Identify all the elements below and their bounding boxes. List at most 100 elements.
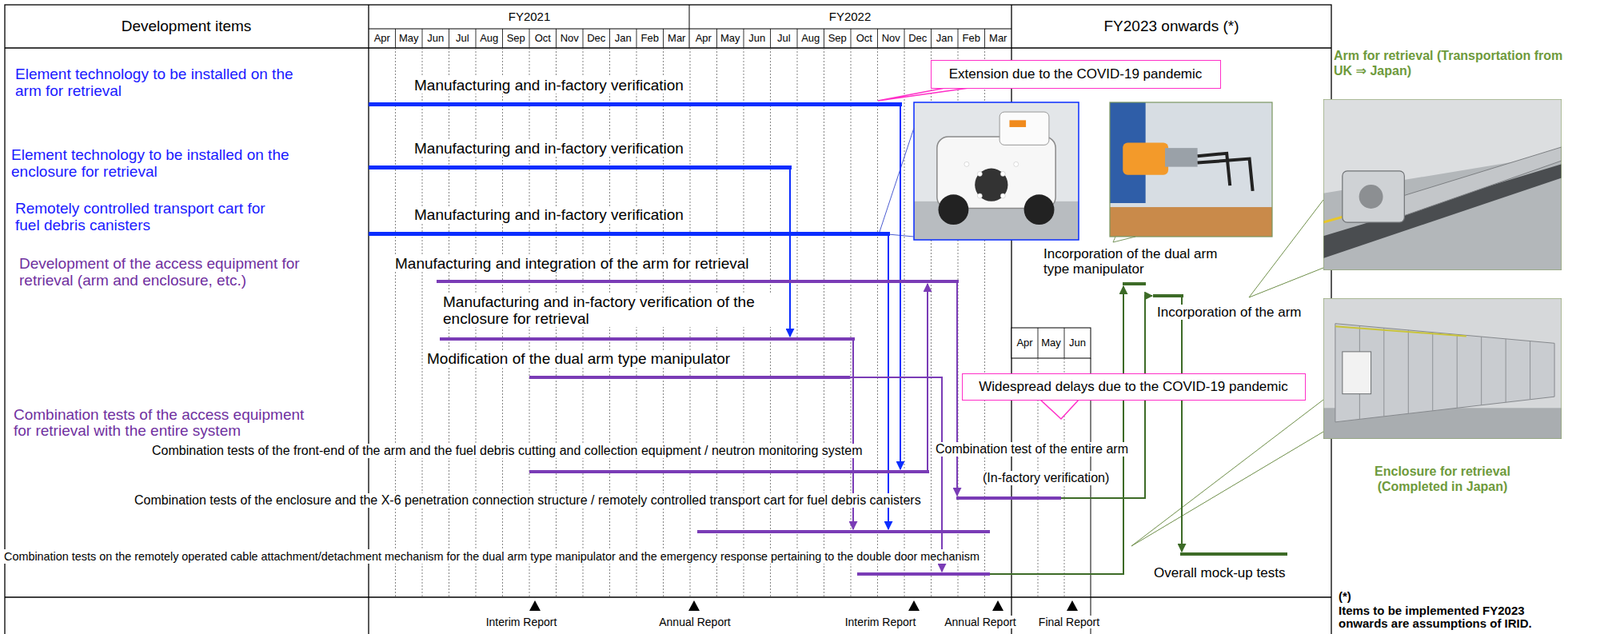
schedule-bar-line bbox=[697, 530, 990, 534]
item-label: Development of the access equipment for … bbox=[19, 255, 316, 289]
month-cell: May bbox=[1041, 337, 1062, 350]
grid-line bbox=[797, 28, 799, 48]
bar-label: Manufacturing and in-factory verificatio… bbox=[413, 139, 685, 157]
robot-light bbox=[1000, 193, 1006, 199]
schedule-bar-line bbox=[436, 279, 959, 284]
item-label: Combination tests of the access equipmen… bbox=[13, 406, 322, 439]
leader-pointer bbox=[1113, 236, 1136, 243]
grid-line bbox=[957, 28, 959, 48]
enclosure-body bbox=[1335, 323, 1555, 423]
robot-accent bbox=[1009, 119, 1026, 128]
callout-box: Extension due to the COVID-19 pandemic bbox=[930, 59, 1221, 89]
grid-dash bbox=[797, 47, 799, 598]
grid-line bbox=[689, 4, 691, 48]
schedule-bar: Combination test of the entire arm(In-fa… bbox=[934, 442, 1130, 500]
arm-boom bbox=[1394, 147, 1562, 220]
item-label: Remotely controlled transport cart for f… bbox=[15, 199, 280, 234]
schedule-bar: Combination tests on the remotely operat… bbox=[3, 549, 990, 576]
robot-light bbox=[1000, 171, 1006, 176]
callout-pointer bbox=[877, 87, 970, 101]
grid-line bbox=[609, 28, 611, 48]
leader-line bbox=[879, 127, 914, 232]
schedule-bar: Combination tests of the front-end of th… bbox=[151, 443, 930, 474]
bar-label: Manufacturing and integration of the arm… bbox=[394, 255, 751, 272]
grid-line bbox=[395, 28, 396, 48]
bar-label: Combination tests of the enclosure and t… bbox=[133, 493, 922, 508]
schedule-bar-line bbox=[368, 165, 792, 170]
schedule-bar: Manufacturing and in-factory verificatio… bbox=[439, 293, 855, 341]
report-label: Interim Report bbox=[844, 615, 918, 629]
grid-line bbox=[904, 28, 906, 48]
month-cell: Mar bbox=[989, 32, 1007, 45]
header-cell: FY2022 bbox=[829, 9, 872, 24]
grid-dash bbox=[850, 47, 852, 598]
bar-label: Incorporation of the arm bbox=[1156, 304, 1302, 320]
callout-box: Widespread delays due to the COVID-19 pa… bbox=[961, 373, 1306, 401]
schedule-bar: Manufacturing and in-factory verificatio… bbox=[368, 206, 890, 236]
grid-dash bbox=[904, 47, 906, 598]
manipulator-arm bbox=[1197, 159, 1253, 192]
schedule-bar: Incorporation of the dual arm type manip… bbox=[1042, 246, 1241, 286]
leader-line bbox=[1248, 267, 1324, 298]
schedule-arrow bbox=[789, 168, 791, 337]
grid-line bbox=[448, 28, 450, 48]
schedule-bar-line bbox=[439, 337, 855, 341]
footnote: (*) bbox=[1338, 590, 1352, 603]
callout-text: Widespread delays due to the COVID-19 pa… bbox=[978, 379, 1288, 396]
grid-dash bbox=[422, 47, 423, 598]
grid-line bbox=[367, 4, 369, 634]
photo-caption: Arm for retrieval (Transportation from U… bbox=[1333, 47, 1574, 79]
month-cell: Jul bbox=[455, 32, 470, 45]
photo-dual-arm bbox=[1109, 102, 1273, 237]
month-cell: Oct bbox=[534, 32, 551, 45]
photo-illustration bbox=[1323, 99, 1562, 271]
arm-head bbox=[1342, 171, 1405, 223]
month-cell: Jun bbox=[748, 32, 766, 45]
grid-line bbox=[502, 28, 503, 48]
month-cell: Sep bbox=[506, 32, 526, 45]
grid-line bbox=[582, 28, 584, 48]
enclosure-rib bbox=[1529, 341, 1531, 400]
report-label: Annual Report bbox=[943, 615, 1018, 629]
photo-illustration bbox=[1323, 298, 1562, 439]
manipulator-base bbox=[1122, 142, 1169, 175]
grid-line bbox=[4, 47, 1332, 48]
month-cell: Apr bbox=[1016, 337, 1033, 350]
month-cell: Nov bbox=[560, 32, 579, 45]
grid-dash bbox=[823, 47, 825, 598]
grid-line bbox=[770, 28, 771, 48]
report-label: Interim Report bbox=[485, 615, 559, 629]
schedule-bar-line bbox=[1122, 282, 1146, 286]
grid-line bbox=[529, 28, 531, 48]
manipulator-arm bbox=[1197, 153, 1231, 186]
photo-border bbox=[1323, 99, 1562, 271]
enclosure-rib bbox=[1480, 336, 1482, 406]
schedule-arrow bbox=[956, 283, 958, 496]
milestone-triangle bbox=[688, 600, 700, 611]
schedule-bar-line bbox=[368, 231, 890, 236]
header-cell: Development items bbox=[121, 17, 252, 36]
grid-line bbox=[422, 28, 423, 48]
bar-label: Modification of the dual arm type manipu… bbox=[426, 350, 731, 368]
milestone-triangle bbox=[908, 600, 920, 611]
grid-line bbox=[636, 28, 638, 48]
schedule-arrow bbox=[989, 286, 1124, 575]
rail bbox=[1323, 163, 1562, 259]
schedule-bar: Overall mock-up tests bbox=[1153, 552, 1288, 581]
month-cell: Oct bbox=[856, 32, 873, 45]
grid-line bbox=[475, 28, 477, 48]
cable bbox=[1335, 326, 1467, 336]
leader-line bbox=[1248, 199, 1324, 298]
schedule-bar: Manufacturing and in-factory verificatio… bbox=[368, 139, 792, 170]
grid-line bbox=[877, 28, 878, 48]
photo-caption: Enclosure for retrieval (Completed in Ja… bbox=[1350, 463, 1535, 495]
robot-light bbox=[964, 161, 970, 167]
grid-line bbox=[716, 28, 718, 48]
leader-line bbox=[1131, 399, 1324, 547]
robot-wheel bbox=[1024, 194, 1055, 225]
schedule-arrow bbox=[1181, 297, 1183, 552]
bar-label: Overall mock-up tests bbox=[1153, 565, 1286, 581]
schedule-arrow bbox=[899, 105, 902, 470]
schedule-arrow bbox=[926, 283, 929, 471]
